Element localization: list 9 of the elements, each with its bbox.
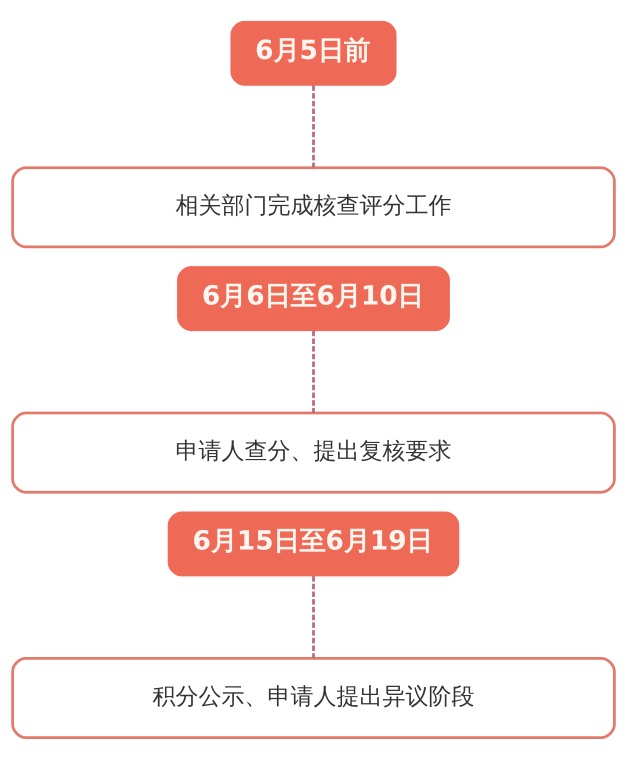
node-box: 6月15日至6月19日: [168, 512, 460, 576]
connector: [312, 330, 315, 413]
node-box: 6月6日至6月10日: [177, 266, 450, 332]
node-box: 相关部门完成核查评分工作: [11, 166, 616, 248]
connector: [312, 576, 315, 658]
node-box: 6月5日前: [230, 20, 397, 86]
node-box: 积分公示、申请人提出异议阶段: [11, 657, 616, 739]
node-box: 申请人查分、提出复核要求: [11, 412, 616, 494]
connector: [312, 86, 315, 168]
